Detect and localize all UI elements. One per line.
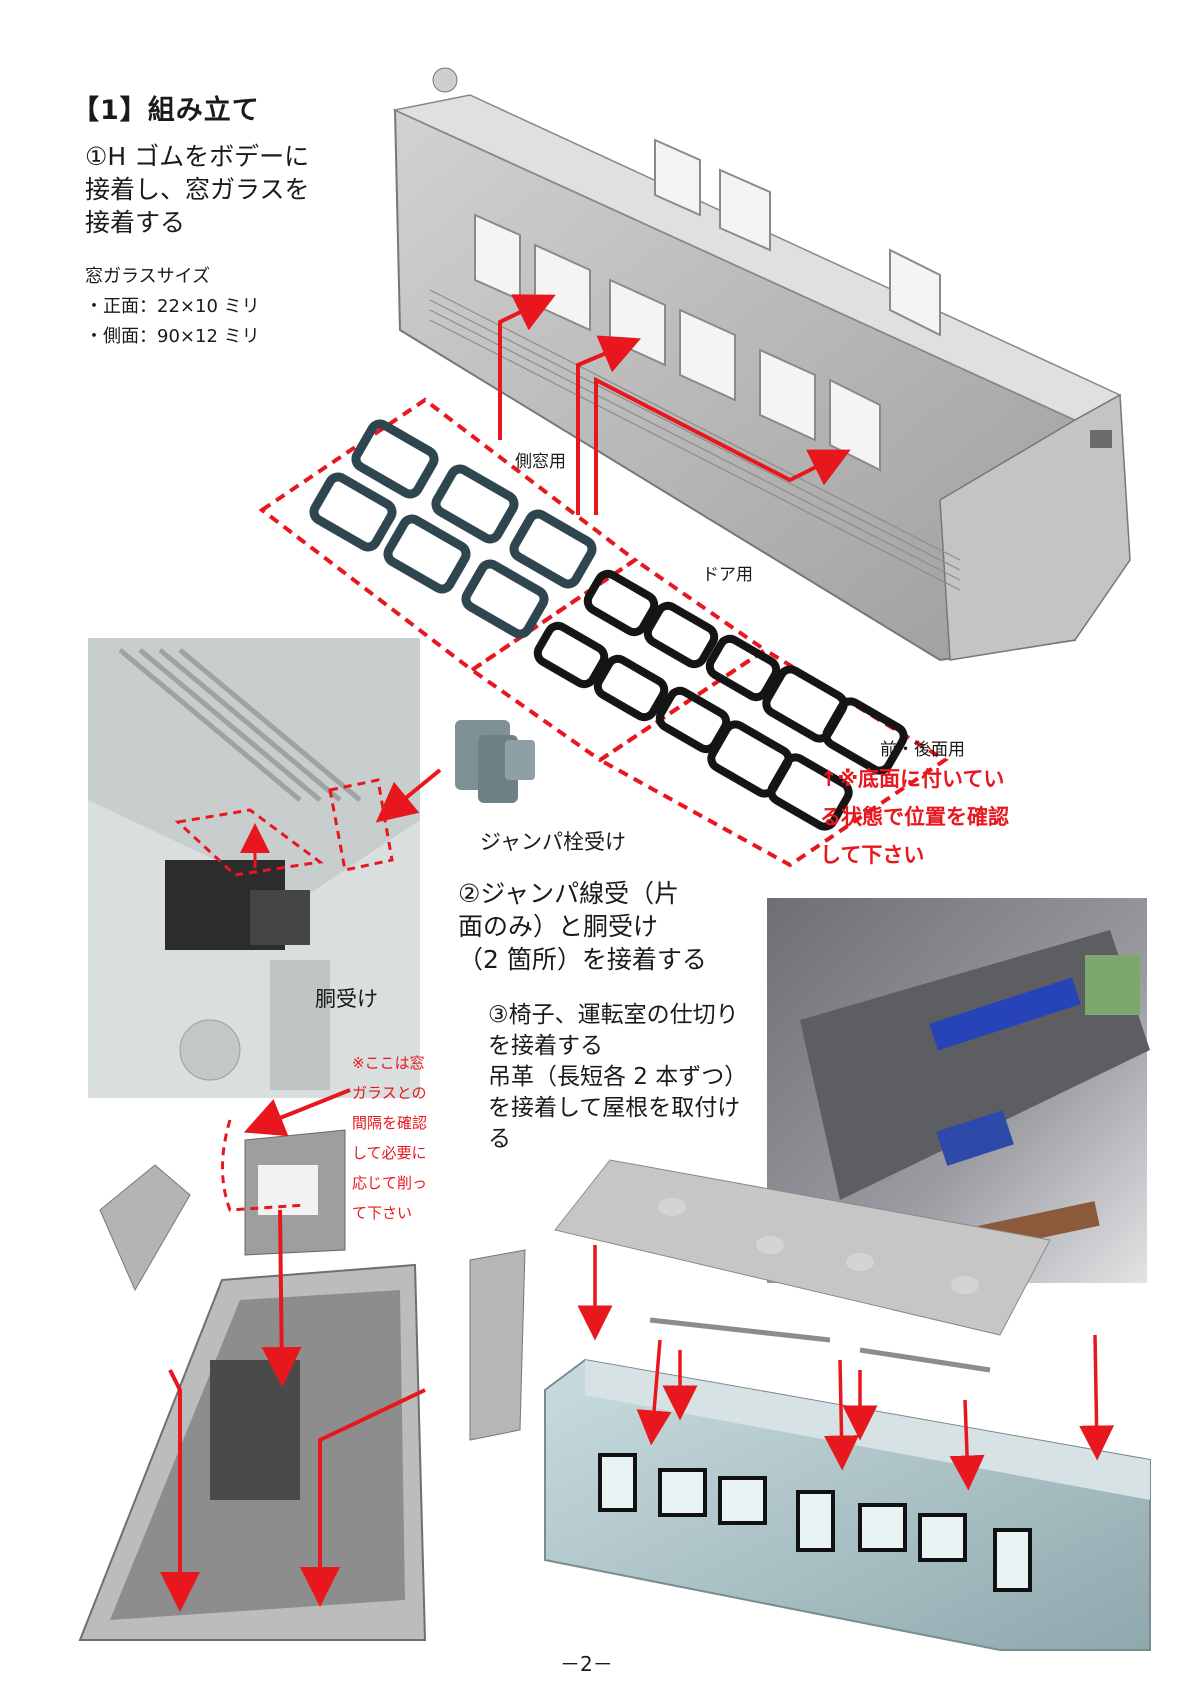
front-rear-rubbers: [707, 665, 908, 831]
step2-instruction: ②ジャンパ線受（片 面のみ）と胴受け （2 箇所）を接着する: [458, 879, 707, 974]
label-front-rear: 前・後面用: [880, 740, 965, 760]
glass-size-list: 窓ガラスサイズ ・正面：22×10 ミリ ・側面：90×12 ミリ: [85, 262, 260, 352]
bottom-position-note: ↑※底面に付いてい る状態で位置を確認 して下さい: [820, 767, 1009, 867]
side-window-rubbers: [309, 419, 597, 639]
underbody-detail-illustration: [88, 638, 442, 1098]
car-body-illustration: [392, 67, 1131, 662]
roof-interior-illustration: [544, 1159, 1151, 1651]
glass-size-heading: 窓ガラスサイズ: [85, 266, 211, 287]
label-jumper-plug: ジャンパ栓受け: [480, 830, 626, 854]
step3-instruction: ③椅子、運転室の仕切り を接着する 吊革（長短各 2 本ずつ） を接着して屋根を…: [488, 1002, 748, 1152]
jumper-plug-part: [455, 720, 535, 803]
section-title: 【1】組み立て: [72, 95, 260, 126]
label-door: ドア用: [702, 565, 753, 585]
door-rubbers: [533, 569, 781, 754]
glass-size-side: ・側面：90×12 ミリ: [85, 326, 260, 347]
window-gap-note: ※ここは窓 ガラスとの 間隔を確認 して必要に 応じて削っ て下さい: [352, 1054, 428, 1222]
label-body-support: 胴受け: [315, 987, 378, 1011]
label-side-window: 側窓用: [515, 452, 566, 472]
step1-instruction: ①H ゴムをボデーに 接着し、窓ガラスを 接着する: [85, 142, 310, 237]
rubber-group-outlines: [258, 397, 949, 868]
glass-size-front: ・正面：22×10 ミリ: [85, 296, 260, 317]
page-number: －2－: [560, 1652, 613, 1676]
cab-interior-illustration: [78, 1088, 526, 1641]
window-arrows: [498, 294, 851, 515]
